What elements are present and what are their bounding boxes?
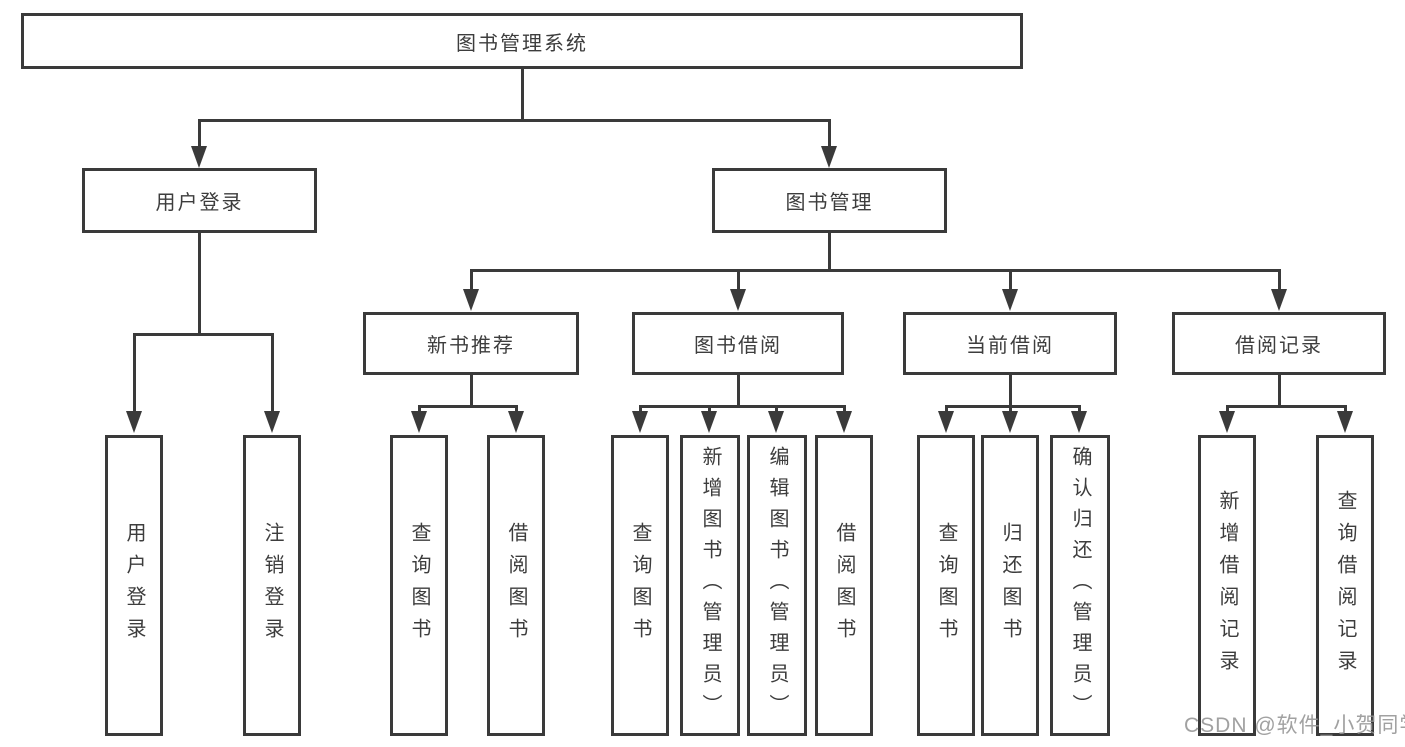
leaf-query-book-2: 查询图书 (611, 435, 669, 736)
node-current-borrow-label: 当前借阅 (966, 335, 1054, 357)
connector-drop-borrow-record (1277, 269, 1281, 291)
connector-drop-book-mgmt (827, 120, 831, 148)
leaf-return-book: 归还图书 (981, 435, 1039, 736)
leaf-user-login-label: 用户登录 (123, 521, 145, 650)
arrow-to-new-book-rec (463, 289, 479, 311)
connector-drop-leaf-user-login (132, 333, 136, 413)
arrow-to-return-book (1002, 411, 1018, 433)
leaf-query-borrow-record: 查询借阅记录 (1316, 435, 1374, 736)
connector-user-login-stem (197, 233, 201, 335)
leaf-edit-book: 编辑图书（管理员） (747, 435, 807, 736)
connector-drop-confirm-return (1077, 405, 1081, 414)
leaf-logout-label: 注销登录 (261, 521, 283, 650)
node-borrow-records: 借阅记录 (1172, 312, 1386, 375)
connector-root-stem (520, 69, 524, 122)
arrow-to-query-book-1 (411, 411, 427, 433)
arrow-to-current-borrow (1002, 289, 1018, 311)
leaf-confirm-return: 确认归还（管理员） (1050, 435, 1110, 736)
arrow-to-query-book-3 (938, 411, 954, 433)
node-borrow-records-label: 借阅记录 (1235, 335, 1323, 357)
arrow-to-borrow-book-2 (836, 411, 852, 433)
connector-drop-book-borrow (736, 269, 740, 291)
arrow-to-borrow-record (1271, 289, 1287, 311)
arrow-to-book-mgmt (821, 146, 837, 168)
connector-drop-return-book (1008, 405, 1012, 414)
leaf-borrow-book-1: 借阅图书 (487, 435, 545, 736)
connector-drop-query-record (1343, 405, 1347, 414)
leaf-borrow-book-1-label: 借阅图书 (505, 521, 527, 650)
arrow-to-add-book (701, 411, 717, 433)
connector-drop-add-record (1225, 405, 1229, 414)
leaf-query-book-1: 查询图书 (390, 435, 448, 736)
node-root-label: 图书管理系统 (456, 32, 588, 55)
node-new-book-recommend-label: 新书推荐 (427, 335, 515, 357)
connector-current-borrow-crossbar (944, 405, 1081, 408)
connector-book-borrow-crossbar (638, 405, 846, 408)
connector-root-crossbar (197, 119, 831, 122)
leaf-borrow-book-2-label: 借阅图书 (833, 521, 855, 650)
leaf-add-borrow-record-label: 新增借阅记录 (1216, 489, 1238, 682)
leaf-query-book-2-label: 查询图书 (629, 521, 651, 650)
connector-book-mgmt-crossbar (469, 269, 1281, 272)
node-book-borrow: 图书借阅 (632, 312, 844, 375)
connector-user-login-crossbar (132, 333, 274, 336)
leaf-return-book-label: 归还图书 (999, 521, 1021, 650)
node-book-management-label: 图书管理 (785, 192, 874, 214)
leaf-query-book-3: 查询图书 (917, 435, 975, 736)
node-current-borrow: 当前借阅 (903, 312, 1117, 375)
arrow-to-book-borrow (730, 289, 746, 311)
leaf-add-book-label: 新增图书（管理员） (699, 446, 721, 725)
connector-drop-query-book-1 (417, 405, 421, 414)
leaf-confirm-return-label: 确认归还（管理员） (1069, 446, 1091, 725)
connector-borrow-records-crossbar (1225, 405, 1347, 408)
node-book-management: 图书管理 (712, 168, 947, 233)
connector-new-book-rec-crossbar (417, 405, 518, 408)
arrow-to-query-record (1337, 411, 1353, 433)
connector-drop-query-book-2 (638, 405, 642, 414)
connector-drop-borrow-book-1 (514, 405, 518, 414)
leaf-query-borrow-record-label: 查询借阅记录 (1334, 489, 1356, 682)
connector-current-borrow-stem (1008, 375, 1012, 407)
leaf-query-book-1-label: 查询图书 (408, 521, 430, 650)
node-user-login-label: 用户登录 (155, 192, 244, 214)
arrow-to-confirm-return (1071, 411, 1087, 433)
connector-drop-current-borrow (1008, 269, 1012, 291)
connector-drop-add-book (707, 405, 711, 414)
arrow-to-borrow-book-1 (508, 411, 524, 433)
arrow-to-user-login (191, 146, 207, 168)
leaf-add-book: 新增图书（管理员） (680, 435, 740, 736)
leaf-borrow-book-2: 借阅图书 (815, 435, 873, 736)
arrow-to-add-record (1219, 411, 1235, 433)
leaf-query-book-3-label: 查询图书 (935, 521, 957, 650)
node-book-borrow-label: 图书借阅 (694, 335, 782, 357)
node-root: 图书管理系统 (21, 13, 1023, 69)
node-new-book-recommend: 新书推荐 (363, 312, 579, 375)
leaf-logout: 注销登录 (243, 435, 301, 736)
leaf-edit-book-label: 编辑图书（管理员） (766, 446, 788, 725)
leaf-add-borrow-record: 新增借阅记录 (1198, 435, 1256, 736)
connector-book-borrow-stem (736, 375, 740, 407)
node-user-login: 用户登录 (82, 168, 317, 233)
arrow-to-query-book-2 (632, 411, 648, 433)
connector-new-book-rec-stem (469, 375, 473, 407)
connector-drop-leaf-logout (270, 333, 274, 413)
connector-book-mgmt-stem (827, 233, 831, 272)
arrow-to-leaf-user-login (126, 411, 142, 433)
csdn-watermark: CSDN @软件_小贺同学 (1184, 714, 1405, 737)
connector-drop-edit-book (774, 405, 778, 414)
connector-borrow-records-stem (1277, 375, 1281, 407)
arrow-to-leaf-logout (264, 411, 280, 433)
arrow-to-edit-book (768, 411, 784, 433)
connector-drop-user-login (197, 120, 201, 148)
leaf-user-login: 用户登录 (105, 435, 163, 736)
connector-drop-new-book-rec (469, 269, 473, 291)
connector-drop-borrow-book-2 (842, 405, 846, 414)
connector-drop-query-book-3 (944, 405, 948, 414)
